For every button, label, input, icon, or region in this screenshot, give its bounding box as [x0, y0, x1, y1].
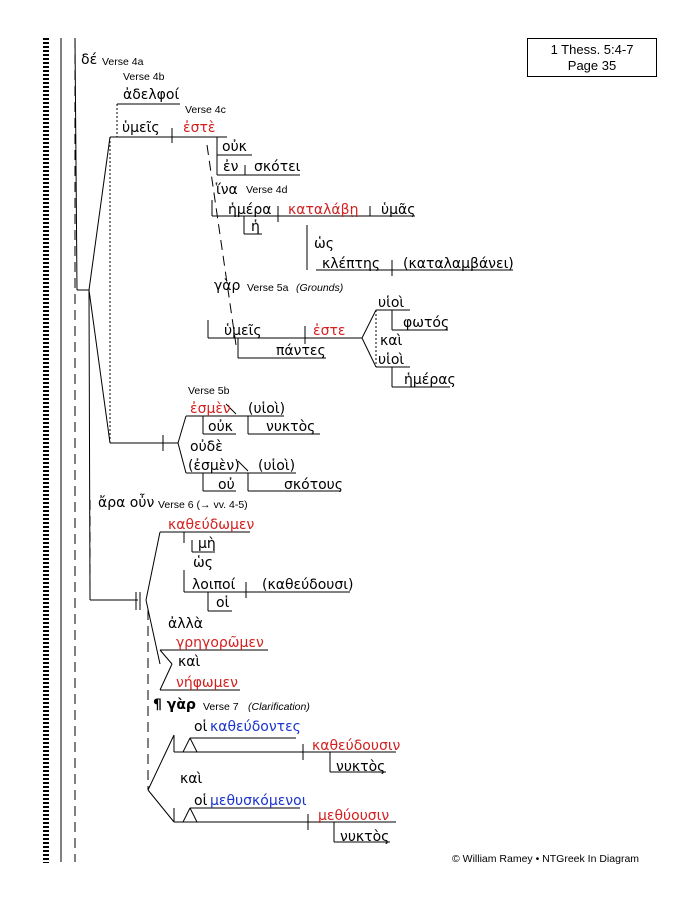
copyright-credit: © William Ramey • NTGreek In Diagram	[452, 853, 640, 865]
word-hoi-7b: οἱ	[194, 793, 208, 809]
verb-este-4c: ἐστὲ	[183, 120, 216, 136]
word-ou: οὐ	[218, 477, 235, 493]
word-pantes: πάντες	[276, 343, 326, 359]
word-ouk-4c: οὐκ	[222, 139, 247, 155]
word-hymas: ὑμᾶς	[381, 202, 416, 218]
word-adelphoi: ἀδελφοί	[123, 87, 180, 103]
word-katheudousi-implied: (καθεύδουσι)	[262, 577, 354, 593]
verb-esmen-5b: ἐσμὲν	[190, 401, 231, 417]
word-de: δέ	[81, 52, 98, 68]
word-hina: ἵνα	[216, 182, 238, 198]
word-kleptes: κλέπτης	[322, 256, 381, 272]
label-verse-4a: Verse 4a	[102, 56, 144, 68]
label-verse-4d: Verse 4d	[246, 184, 288, 196]
label-verse-6: Verse 6 (→ vv. 4-5)	[158, 499, 248, 511]
word-alla: ἀλλὰ	[168, 616, 204, 632]
word-huioi-photos: υἱοὶ	[378, 295, 405, 311]
label-verse-4c: Verse 4c	[185, 104, 226, 116]
word-gar-5a: γὰρ	[214, 278, 241, 294]
word-hoi-7a: οἱ	[194, 719, 208, 735]
verb-gregoromen: γρηγορῶμεν	[176, 635, 264, 651]
participle-katheudontes: καθεύδοντες	[210, 719, 301, 735]
word-ouk-5b: οὐκ	[208, 419, 233, 435]
margin-chain-border	[43, 38, 49, 863]
label-verse-7-note: (Clarification)	[248, 701, 310, 713]
page-number: Page 35	[567, 58, 617, 73]
label-verse-4b: Verse 4b	[123, 71, 165, 83]
word-ara-oun: ἄρα οὖν	[98, 495, 155, 511]
label-verse-5a-note: (Grounds)	[296, 282, 344, 294]
word-hemeras: ἡμέρας	[404, 372, 456, 388]
word-kai-7: καὶ	[180, 771, 203, 787]
word-huioi-hemeras: υἱοὶ	[378, 352, 405, 368]
word-nyktos-7b: νυκτὸς	[340, 829, 390, 845]
word-he: ἡ	[251, 219, 260, 235]
word-photos: φωτός	[403, 315, 450, 331]
word-hoi-6: οἱ	[216, 595, 230, 611]
word-paragraph-gar: ¶ γὰρ	[153, 697, 196, 713]
word-huioi-implied: (υἱοὶ)	[258, 458, 296, 474]
word-hymeis-5a: ὑμεῖς	[224, 323, 262, 339]
word-esmen-implied: (ἐσμὲν)	[188, 458, 240, 474]
word-hemera: ἡμέρα	[228, 202, 272, 218]
word-loipoi: λοιποί	[192, 577, 236, 593]
verb-katheudousin: καθεύδουσιν	[312, 738, 401, 754]
verb-katheudomen: καθεύδωμεν	[168, 517, 255, 533]
word-kai-6: καὶ	[178, 654, 201, 670]
passage-reference: 1 Thess. 5:4-7	[550, 42, 634, 57]
word-me: μὴ	[198, 536, 216, 552]
word-hos-6: ὡς	[193, 555, 213, 571]
verb-methyousin: μεθύουσιν	[318, 808, 390, 824]
word-en: ἐν	[223, 159, 239, 175]
word-skotous: σκότους	[284, 477, 344, 493]
label-verse-7: Verse 7	[203, 701, 239, 713]
verb-katalabe: καταλάβῃ	[288, 202, 359, 218]
word-katalambanei: (καταλαμβάνει)	[403, 256, 514, 272]
word-kai-5a: καὶ	[380, 333, 403, 349]
word-nyktos-5b: νυκτὸς	[266, 419, 316, 435]
word-oude: οὐδὲ	[190, 439, 223, 455]
word-huioi-5b: (υἱοὶ)	[248, 401, 286, 417]
passage-reference-box: 1 Thess. 5:4-7 Page 35	[527, 38, 657, 77]
label-verse-5b: Verse 5b	[188, 385, 230, 397]
word-hymeis-4c: ὑμεῖς	[122, 120, 160, 136]
word-hos-4d: ὡς	[314, 236, 334, 252]
participle-methyskomenoi: μεθυσκόμενοι	[210, 793, 307, 809]
verb-este-5a: ἐστε	[313, 323, 346, 339]
word-skotei: σκότει	[254, 159, 301, 175]
label-verse-5a: Verse 5a	[247, 282, 289, 294]
verb-nephomen: νήφωμεν	[176, 675, 238, 691]
word-nyktos-7a: νυκτὸς	[336, 759, 386, 775]
